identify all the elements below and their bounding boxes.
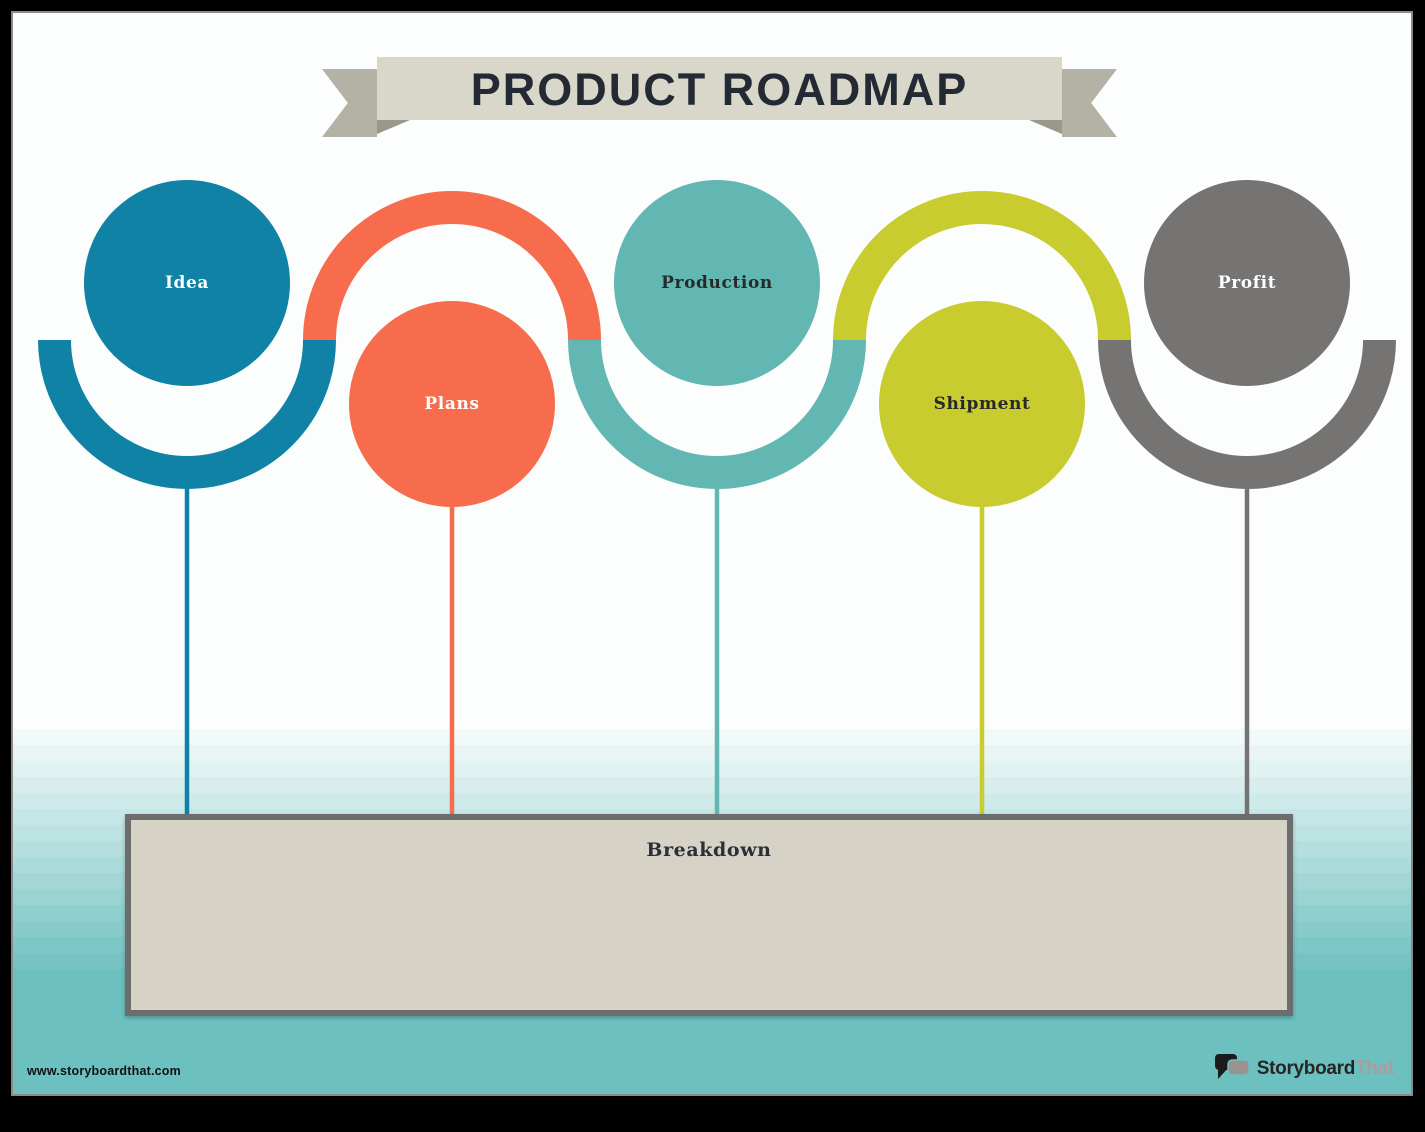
stage-circle-plans[interactable] bbox=[349, 301, 555, 507]
roadmap-wave-diagram: Idea Plans Production Shipment Profit bbox=[38, 180, 1396, 819]
storyboardthat-logo: StoryboardThat bbox=[1214, 1054, 1394, 1082]
banner-ribbon[interactable]: PRODUCT ROADMAP bbox=[377, 57, 1062, 120]
stage-label-shipment: Shipment bbox=[934, 394, 1031, 414]
page-title: PRODUCT ROADMAP bbox=[470, 64, 969, 115]
stage-label-profit: Profit bbox=[1218, 273, 1276, 293]
stage-label-plans: Plans bbox=[424, 394, 479, 414]
logo-text: StoryboardThat bbox=[1256, 1057, 1395, 1079]
stage-circle-idea[interactable] bbox=[84, 180, 290, 386]
wave-arc-production bbox=[568, 339, 866, 489]
stage-circle-production[interactable] bbox=[614, 180, 820, 386]
breakdown-box[interactable]: Breakdown bbox=[125, 814, 1293, 1016]
wave-arc-idea bbox=[38, 339, 336, 489]
stage-label-production: Production bbox=[661, 273, 773, 293]
stage-circle-shipment[interactable] bbox=[879, 301, 1085, 507]
logo-text-that: That bbox=[1355, 1057, 1394, 1079]
wave-arc-shipment bbox=[833, 191, 1131, 341]
stage-label-idea: Idea bbox=[165, 273, 209, 293]
speech-bubbles-icon bbox=[1214, 1054, 1250, 1079]
breakdown-label: Breakdown bbox=[646, 839, 772, 861]
worksheet-canvas: PRODUCT ROADMAP Idea Plans Production Sh… bbox=[11, 11, 1413, 1096]
logo-text-storyboard: Storyboard bbox=[1256, 1057, 1356, 1079]
wave-arc-profit bbox=[1098, 339, 1396, 489]
site-url: www.storyboardthat.com bbox=[27, 1064, 181, 1078]
stage-circle-profit[interactable] bbox=[1144, 180, 1350, 386]
wave-arc-plans bbox=[303, 191, 601, 341]
